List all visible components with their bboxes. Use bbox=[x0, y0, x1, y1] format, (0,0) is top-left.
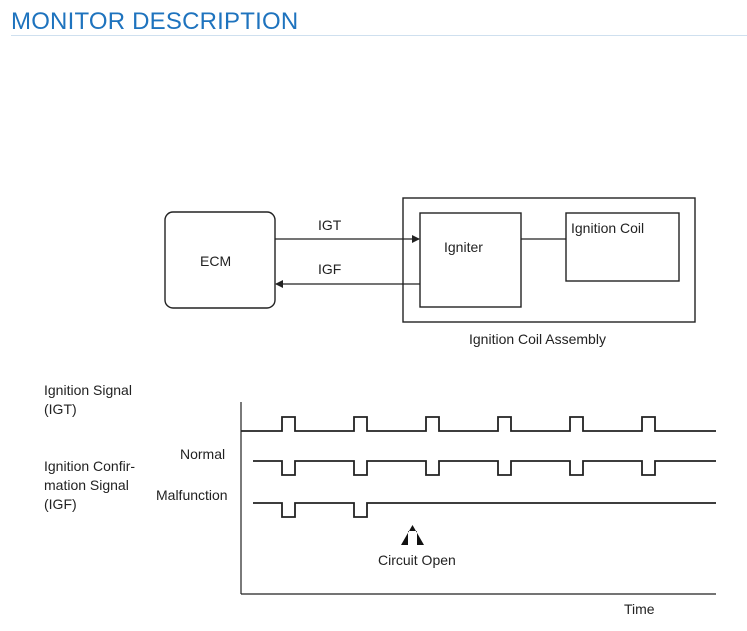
igniter-label: Igniter bbox=[444, 239, 483, 255]
igniter-box bbox=[419, 212, 522, 308]
ignition-coil-assembly-box bbox=[402, 197, 696, 323]
ignition-coil-label: Ignition Coil bbox=[571, 220, 644, 236]
ignition-coil-box bbox=[565, 212, 680, 282]
igf-normal-waveform bbox=[253, 460, 716, 476]
circuit-open-label: Circuit Open bbox=[378, 552, 456, 568]
igf-signal-label-line1: Ignition Confir- bbox=[44, 458, 135, 474]
time-label: Time bbox=[624, 601, 655, 617]
assembly-label: Ignition Coil Assembly bbox=[469, 331, 606, 347]
title-divider bbox=[11, 35, 747, 36]
circuit-open-arrow-icon bbox=[401, 525, 424, 545]
ecm-box bbox=[164, 211, 276, 309]
igf-signal-label-line2: mation Signal bbox=[44, 477, 129, 493]
igt-label: IGT bbox=[318, 217, 342, 233]
normal-label: Normal bbox=[180, 446, 225, 462]
timing-chart: Time Ignition Signal (IGT) Ignition Conf… bbox=[44, 382, 716, 617]
igf-label: IGF bbox=[318, 261, 341, 277]
block-diagram: ECM Igniter Ignition Coil IGT IGF Igniti… bbox=[164, 197, 696, 347]
page-title: MONITOR DESCRIPTION bbox=[11, 8, 299, 35]
igt-waveform bbox=[241, 416, 716, 432]
ecm-label: ECM bbox=[200, 253, 231, 269]
igt-signal-label-line2: (IGT) bbox=[44, 401, 77, 417]
igf-malfunction-waveform bbox=[253, 502, 716, 518]
malfunction-label: Malfunction bbox=[156, 487, 228, 503]
igf-signal-label-line3: (IGF) bbox=[44, 496, 77, 512]
page-header: MONITOR DESCRIPTION bbox=[0, 0, 747, 40]
igt-signal-label-line1: Ignition Signal bbox=[44, 382, 132, 398]
